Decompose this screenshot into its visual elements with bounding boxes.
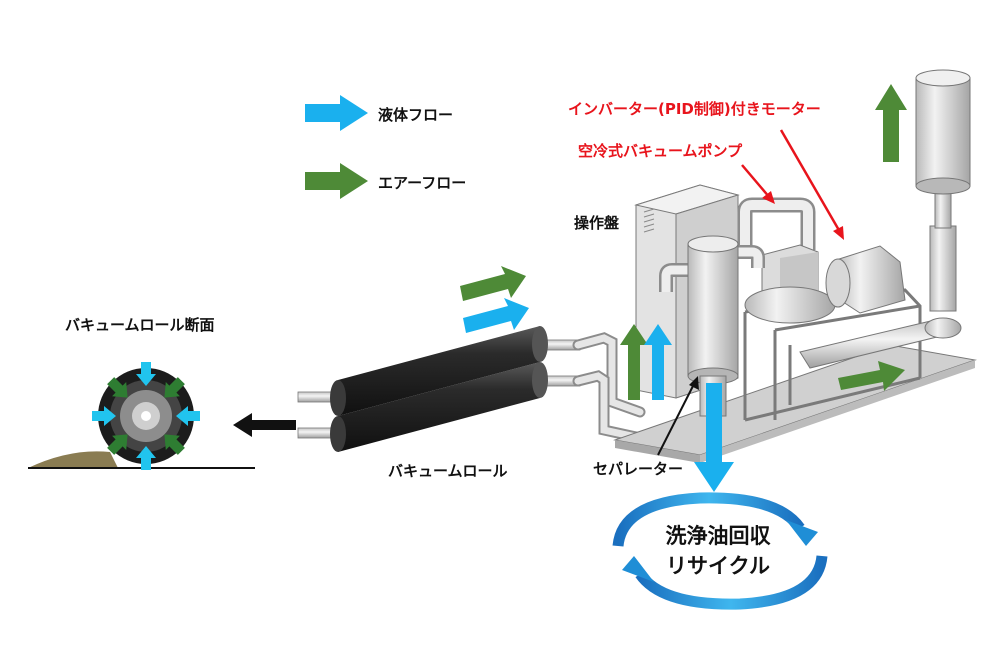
direction-arrow <box>233 413 296 437</box>
vacuum-roll-section-label: バキュームロール断面 <box>65 316 215 334</box>
vacuum-pump <box>737 197 836 324</box>
separator-pointer <box>657 376 699 456</box>
separator-label: セパレーター <box>593 460 684 478</box>
recycle-label-line2: リサイクル <box>666 554 770 578</box>
lower-roll <box>338 362 540 452</box>
section-air-arrows <box>107 377 185 455</box>
air-cooled-pump-label: 空冷式バキュームポンプ <box>578 142 743 160</box>
vacuum-roll-cross-section <box>28 362 296 470</box>
air-flow-legend-icon <box>305 163 368 199</box>
vacuum-rolls <box>297 266 581 452</box>
liquid-flow-legend-icon <box>305 95 368 131</box>
separator-air-flow-arrow <box>620 324 648 400</box>
air-flow-legend-label: エアーフロー <box>378 174 467 192</box>
liquid-flow-legend-label: 液体フロー <box>378 106 454 124</box>
fabric-sheet <box>28 451 118 468</box>
inverter-motor-label: インバーター(PID制御)付きモーター <box>568 100 821 118</box>
separator <box>659 235 765 417</box>
connecting-pipes <box>572 332 656 446</box>
tower-air-flow-arrow <box>875 84 907 162</box>
recycle-label-line1: 洗浄油回収 <box>665 524 771 548</box>
recycle-icon <box>612 492 828 610</box>
exhaust-air-flow-arrow <box>838 361 905 391</box>
recycle-label: 洗浄油回収 リサイクル <box>650 521 786 581</box>
drain-liquid-flow-arrow <box>694 383 734 492</box>
upper-roll <box>338 326 540 416</box>
roll-liquid-flow-arrow <box>463 298 529 333</box>
separator-liquid-flow-arrow <box>644 324 672 400</box>
section-liquid-arrows <box>92 362 200 470</box>
vacuum-roll-label: バキュームロール <box>388 462 508 480</box>
exhaust-tower <box>915 69 971 339</box>
callout-arrows <box>741 129 844 240</box>
roll-air-flow-arrow <box>460 266 526 301</box>
control-panel-label: 操作盤 <box>574 214 620 232</box>
inverter-motor <box>825 245 906 314</box>
legend <box>305 95 368 199</box>
